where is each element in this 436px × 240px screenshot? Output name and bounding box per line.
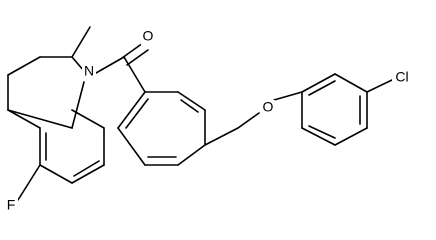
bond-n-c8a bbox=[71, 81, 85, 129]
ether-oxygen-label: O bbox=[263, 99, 274, 115]
benzyl-ether-linker bbox=[204, 91, 303, 146]
bond-c-o-double-b bbox=[126, 49, 149, 66]
bond-ring-ch2 bbox=[204, 127, 239, 146]
bond-c7-c8-inner bbox=[73, 160, 100, 177]
bond-b4-b5 bbox=[177, 144, 206, 166]
bond-c8a-c8 bbox=[71, 109, 105, 129]
nitrogen-label: N bbox=[84, 63, 94, 79]
chemical-structure-diagram: O N O F Cl bbox=[6, 26, 414, 214]
tetrahydroquinoline-saturated-ring bbox=[7, 26, 91, 129]
chlorophenyl-ring bbox=[301, 73, 393, 146]
bond-c4a-c5 bbox=[7, 109, 41, 129]
bond-ch2-o bbox=[237, 112, 260, 129]
bond-n-carbonyl bbox=[95, 56, 125, 74]
central-benzene-ring bbox=[117, 91, 206, 166]
bond-carbonyl-aryl bbox=[123, 56, 146, 93]
bond-c2-methyl bbox=[71, 26, 91, 58]
bond-p4-cl bbox=[366, 79, 393, 93]
chlorine-label: Cl bbox=[395, 69, 408, 85]
bond-p3-p4 bbox=[334, 127, 368, 146]
bond-o-aryl bbox=[273, 91, 303, 101]
bond-p6-p1 bbox=[301, 73, 336, 93]
bond-b1-b6-inner bbox=[125, 98, 149, 129]
fluorobenzo-ring bbox=[7, 109, 105, 201]
bond-b1-b6 bbox=[117, 91, 146, 129]
bond-c6-c7 bbox=[39, 164, 73, 184]
bond-p6-p1-inner bbox=[308, 80, 336, 96]
bond-p5-p6 bbox=[334, 73, 368, 93]
bond-c3-c4 bbox=[7, 56, 41, 76]
carbonyl-oxygen-label: O bbox=[143, 28, 154, 44]
bond-b6-b1 bbox=[117, 127, 146, 166]
bond-p2-p3-inner bbox=[308, 125, 336, 139]
bond-c7-c8 bbox=[71, 164, 105, 184]
bond-p2-p3 bbox=[301, 127, 336, 146]
bond-c-o-double-a bbox=[121, 42, 144, 59]
carbonyl-group bbox=[95, 42, 149, 93]
bond-c6-f bbox=[17, 164, 41, 201]
fluorine-label: F bbox=[7, 197, 16, 213]
atom-labels: O N O F Cl bbox=[6, 28, 414, 214]
bond-b2-b3-inner bbox=[180, 99, 199, 113]
bond-b2-b3 bbox=[177, 91, 206, 111]
bond-c4a-c8a bbox=[7, 109, 73, 129]
